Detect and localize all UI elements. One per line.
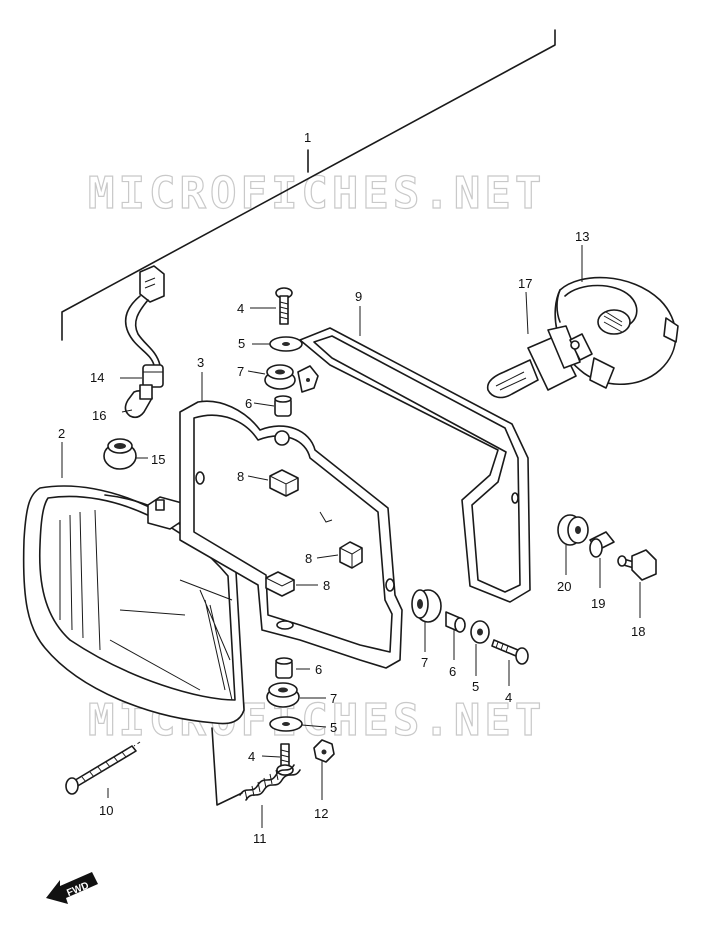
- screw-10: [65, 741, 141, 795]
- clip-8-middle: [339, 541, 363, 569]
- collar-6-top: [274, 395, 292, 417]
- label-part-9: 9: [355, 289, 362, 304]
- collar-6-bottom: [275, 657, 293, 679]
- label-part-8-lower: 8: [323, 578, 330, 593]
- bolt-18: [617, 549, 657, 581]
- wiring-connector: [124, 265, 165, 366]
- label-part-12: 12: [314, 806, 328, 821]
- nut-12: [313, 739, 335, 763]
- leader-11-bracket: [211, 727, 243, 806]
- label-part-7-right: 7: [421, 655, 428, 670]
- bulb-16: [124, 384, 153, 419]
- assembly-bracket-1: [61, 29, 556, 341]
- label-part-14: 14: [90, 370, 104, 385]
- rim-9: [297, 327, 531, 603]
- label-part-4-bottom: 4: [248, 749, 255, 764]
- label-part-8-upper: 8: [237, 469, 244, 484]
- bulb-17: [486, 325, 593, 399]
- label-part-18: 18: [631, 624, 645, 639]
- washer-5-bottom: [269, 716, 303, 732]
- watermark-top: MICROFICHES.NET: [88, 168, 545, 219]
- clip-8-upper: [269, 469, 299, 497]
- label-part-6-bottom: 6: [315, 662, 322, 677]
- label-part-5-bottom: 5: [330, 720, 337, 735]
- grommet-7-top: [264, 364, 296, 390]
- label-part-4-right: 4: [505, 690, 512, 705]
- clip-8-lower: [265, 571, 295, 597]
- label-part-7-bottom: 7: [330, 691, 337, 706]
- label-part-15: 15: [151, 452, 165, 467]
- screw-4-bottom: [276, 743, 294, 776]
- forward-arrow-icon: FWD: [46, 872, 98, 904]
- label-part-6-right: 6: [449, 664, 456, 679]
- grommet-7-bottom: [266, 682, 300, 708]
- label-part-5-top: 5: [238, 336, 245, 351]
- part-labels: 1 2 3 4 5 7 6 9 14 16 15 8 8 8 13 17 20 …: [58, 130, 645, 846]
- label-part-16: 16: [92, 408, 106, 423]
- label-part-4-top: 4: [237, 301, 244, 316]
- label-part-1: 1: [304, 130, 311, 145]
- label-part-10: 10: [99, 803, 113, 818]
- label-part-2: 2: [58, 426, 65, 441]
- leader-lines: [61, 245, 641, 828]
- label-part-3: 3: [197, 355, 204, 370]
- bulb-socket-14: [142, 364, 164, 388]
- label-part-17: 17: [518, 276, 532, 291]
- label-part-5-right: 5: [472, 679, 479, 694]
- label-part-13: 13: [575, 229, 589, 244]
- screw-4-right: [491, 639, 529, 665]
- grommet-7-right: [411, 589, 442, 623]
- grommet-15: [103, 438, 137, 470]
- collar-6-right: [445, 611, 466, 633]
- collar-19: [589, 531, 615, 558]
- label-part-6-top: 6: [245, 396, 252, 411]
- washer-5-right: [470, 620, 490, 644]
- spring-11: [239, 764, 301, 801]
- housing-frame-3: [179, 400, 403, 669]
- label-part-7-top: 7: [237, 364, 244, 379]
- screw-4-top: [275, 287, 293, 325]
- label-part-20: 20: [557, 579, 571, 594]
- grommet-20: [557, 514, 589, 546]
- label-part-11: 11: [253, 831, 267, 846]
- label-part-19: 19: [591, 596, 605, 611]
- label-part-8-middle: 8: [305, 551, 312, 566]
- washer-5-top: [269, 336, 303, 352]
